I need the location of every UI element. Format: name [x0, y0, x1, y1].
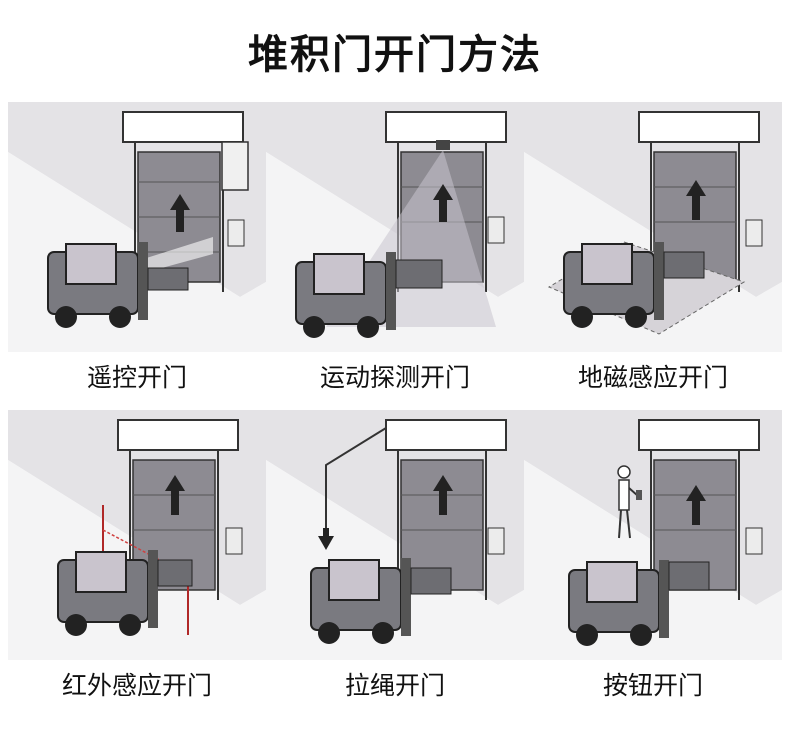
forklift-icon: [47, 242, 189, 328]
control-box-icon: [745, 219, 763, 247]
door-header: [122, 111, 244, 143]
forklift-icon: [295, 252, 443, 338]
up-arrow-icon: [165, 475, 185, 515]
up-arrow-icon: [170, 194, 190, 232]
down-arrow-icon: [318, 528, 334, 550]
button-panel-icon: [636, 490, 642, 500]
caption-pull-rope: 拉绳开门: [344, 671, 445, 700]
forklift-icon: [568, 560, 710, 646]
method-motion-detection: 运动探测开门: [266, 102, 524, 402]
person-icon: [617, 465, 642, 539]
control-box-icon: [487, 527, 505, 555]
forklift-icon: [57, 550, 193, 636]
caption-push-button: 按钮开门: [602, 671, 703, 700]
control-box-icon: [225, 527, 243, 555]
method-ground-loop: 地磁感应开门: [524, 102, 782, 402]
push-button-illustration: [524, 410, 782, 660]
motion-sensor-icon: [436, 140, 450, 150]
up-arrow-icon: [433, 475, 453, 515]
up-arrow-icon: [433, 184, 453, 222]
pull-rope-illustration: [266, 410, 524, 660]
caption-motion-detection: 运动探测开门: [319, 363, 470, 392]
pull-rope: [325, 427, 387, 530]
method-pull-rope: 拉绳开门: [266, 410, 524, 710]
up-arrow-icon: [686, 485, 706, 525]
motion-illustration: [266, 102, 524, 352]
methods-grid: 遥控开门: [8, 102, 782, 702]
control-box-icon: [487, 216, 505, 244]
caption-ground-loop: 地磁感应开门: [577, 363, 728, 392]
method-remote: 遥控开门: [8, 102, 266, 402]
caption-remote: 遥控开门: [86, 363, 187, 392]
ground-loop-illustration: [524, 102, 782, 352]
forklift-icon: [310, 558, 452, 644]
forklift-icon: [563, 242, 705, 328]
control-box-icon: [745, 527, 763, 555]
method-push-button: 按钮开门: [524, 410, 782, 710]
remote-illustration: [8, 102, 266, 352]
caption-infrared: 红外感应开门: [61, 671, 212, 700]
method-infrared: 红外感应开门: [8, 410, 266, 710]
high-speed-door: [638, 111, 760, 292]
infrared-illustration: [8, 410, 266, 660]
up-arrow-icon: [686, 180, 706, 220]
control-box-icon: [227, 219, 245, 247]
page-title: 堆积门开门方法: [248, 32, 542, 78]
